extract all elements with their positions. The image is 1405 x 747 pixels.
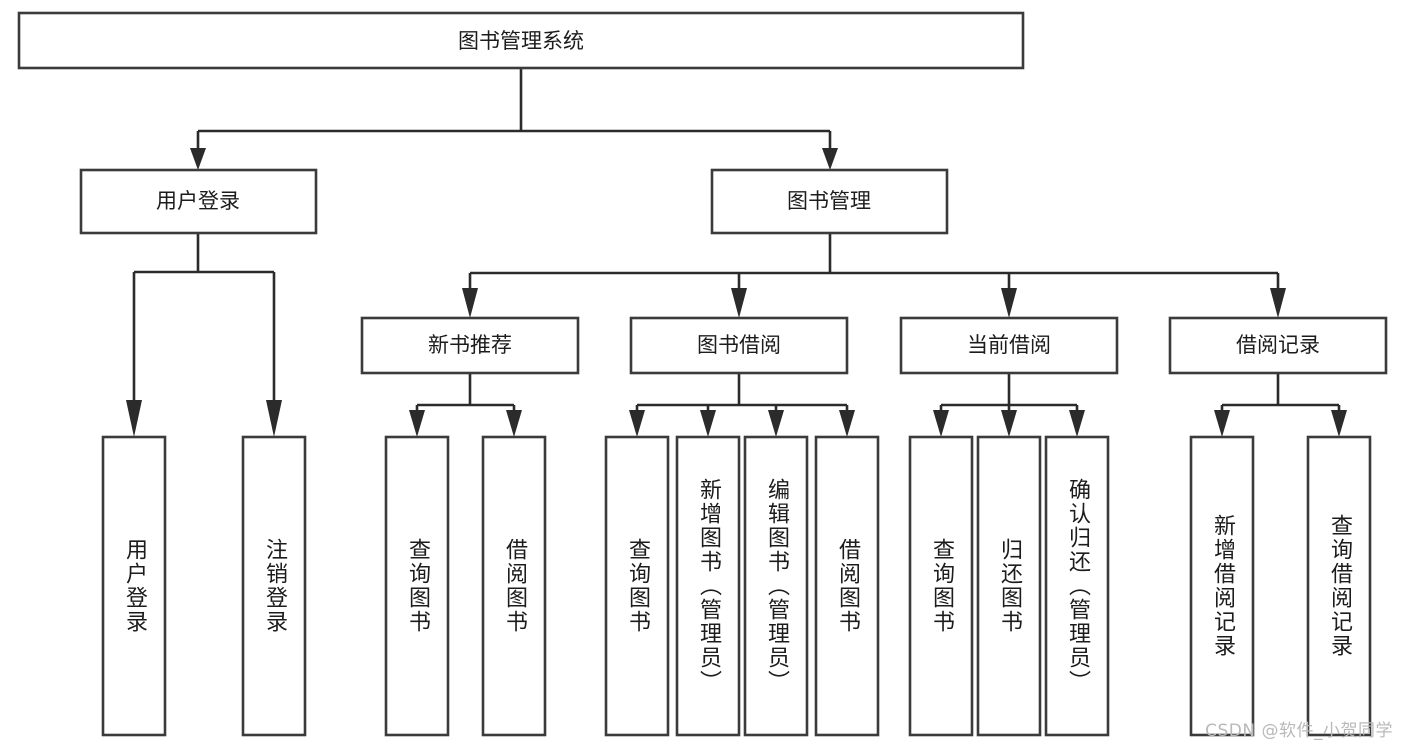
node-user-login-label: 用户登录 bbox=[156, 189, 240, 213]
leaf-add-book-box[interactable] bbox=[675, 435, 741, 737]
leaf-borrow-book-2-label: 借阅图书 bbox=[835, 538, 861, 634]
leaf-edit-book-box[interactable] bbox=[743, 435, 809, 737]
leaf-confirm-return-box[interactable] bbox=[1044, 435, 1110, 737]
arrowhead-leaf-add-book bbox=[700, 410, 716, 437]
arrowhead-leaf-borrow-book-1 bbox=[506, 410, 522, 437]
leaf-add-record[interactable]: 新增借阅记录 bbox=[1189, 435, 1255, 737]
leaf-add-book-label: 新增图书（管理员） bbox=[696, 478, 722, 694]
leaf-borrow-book-2-box[interactable] bbox=[814, 435, 880, 737]
leaf-return-book-label: 归还图书 bbox=[997, 538, 1023, 634]
arrowhead-user-login bbox=[190, 148, 206, 170]
node-book-borrow-box[interactable] bbox=[629, 316, 849, 375]
leaf-return-book[interactable]: 归还图书 bbox=[976, 435, 1042, 737]
leaf-query-book-2-label: 查询图书 bbox=[625, 538, 651, 634]
leaf-query-book-3-box[interactable] bbox=[908, 435, 974, 737]
leaf-query-book-1-box[interactable] bbox=[384, 435, 450, 737]
node-book-management[interactable]: 图书管理 bbox=[710, 168, 949, 235]
node-user-login-box[interactable] bbox=[79, 168, 318, 235]
leaf-query-book-1-label: 查询图书 bbox=[405, 538, 431, 634]
leaf-user-logout[interactable]: 注销登录 bbox=[241, 435, 307, 737]
leaf-edit-book[interactable]: 编辑图书（管理员） bbox=[743, 435, 809, 737]
arrowhead-current-borrow bbox=[1001, 288, 1017, 318]
node-root-label: 图书管理系统 bbox=[458, 29, 584, 53]
arrowhead-leaf-borrow-book-2 bbox=[839, 410, 855, 437]
arrowhead-new-book-recommend bbox=[462, 288, 478, 318]
leaf-borrow-book-1-box[interactable] bbox=[481, 435, 547, 737]
node-current-borrow-label: 当前借阅 bbox=[967, 333, 1051, 357]
arrowhead-borrow-record bbox=[1270, 288, 1286, 318]
arrowhead-leaf-query-record bbox=[1331, 410, 1347, 437]
node-book-management-label: 图书管理 bbox=[787, 189, 871, 213]
leaf-add-book[interactable]: 新增图书（管理员） bbox=[675, 435, 741, 737]
node-current-borrow[interactable]: 当前借阅 bbox=[899, 316, 1119, 375]
leaf-query-book-1[interactable]: 查询图书 bbox=[384, 435, 450, 737]
arrowhead-leaf-return-book bbox=[1001, 410, 1017, 437]
watermark: CSDN @软件_小贺同学 bbox=[1205, 721, 1393, 741]
arrowhead-leaf-confirm-return bbox=[1069, 410, 1085, 437]
node-current-borrow-box[interactable] bbox=[899, 316, 1119, 375]
leaf-query-record-box[interactable] bbox=[1306, 435, 1372, 737]
leaf-query-book-2-box[interactable] bbox=[604, 435, 670, 737]
leaf-user-logout-box[interactable] bbox=[241, 435, 307, 737]
node-root-system[interactable]: 图书管理系统 bbox=[17, 11, 1025, 70]
arrowhead-leaf-query-book-3 bbox=[933, 410, 949, 437]
node-user-login[interactable]: 用户登录 bbox=[79, 168, 318, 235]
leaf-query-record-label: 查询借阅记录 bbox=[1327, 514, 1353, 658]
leaf-edit-book-label: 编辑图书（管理员） bbox=[764, 478, 790, 694]
node-book-management-box[interactable] bbox=[710, 168, 949, 235]
leaf-confirm-return-label: 确认归还（管理员） bbox=[1065, 478, 1091, 694]
leaf-user-logout-label: 注销登录 bbox=[262, 538, 288, 634]
arrowhead-leaf-user-login bbox=[126, 400, 142, 437]
leaf-query-record[interactable]: 查询借阅记录 bbox=[1306, 435, 1372, 737]
leaf-borrow-book-2[interactable]: 借阅图书 bbox=[814, 435, 880, 737]
leaf-user-login-label: 用户登录 bbox=[122, 538, 148, 634]
leaf-borrow-book-1[interactable]: 借阅图书 bbox=[481, 435, 547, 737]
node-borrow-record-label: 借阅记录 bbox=[1236, 333, 1320, 357]
leaf-query-book-3[interactable]: 查询图书 bbox=[908, 435, 974, 737]
arrowhead-leaf-query-book-1 bbox=[409, 410, 425, 437]
node-book-borrow-label: 图书借阅 bbox=[697, 333, 781, 357]
leaf-query-book-2[interactable]: 查询图书 bbox=[604, 435, 670, 737]
arrowhead-leaf-user-logout bbox=[266, 400, 282, 437]
arrowhead-leaf-add-record bbox=[1214, 410, 1230, 437]
leaf-user-login[interactable]: 用户登录 bbox=[101, 435, 167, 737]
node-new-book-recommend-box[interactable] bbox=[360, 316, 580, 375]
arrowhead-book-borrow bbox=[731, 288, 747, 318]
arrowhead-book-management bbox=[822, 148, 838, 170]
node-root-box[interactable] bbox=[17, 11, 1025, 70]
leaf-query-book-3-label: 查询图书 bbox=[929, 538, 955, 634]
arrowhead-leaf-query-book-2 bbox=[629, 410, 645, 437]
node-new-book-recommend[interactable]: 新书推荐 bbox=[360, 316, 580, 375]
leaf-borrow-book-1-label: 借阅图书 bbox=[502, 538, 528, 634]
leaf-add-record-box[interactable] bbox=[1189, 435, 1255, 737]
node-borrow-record[interactable]: 借阅记录 bbox=[1168, 316, 1388, 375]
node-book-borrow[interactable]: 图书借阅 bbox=[629, 316, 849, 375]
node-new-book-recommend-label: 新书推荐 bbox=[428, 333, 512, 357]
leaf-user-login-box[interactable] bbox=[101, 435, 167, 737]
leaf-add-record-label: 新增借阅记录 bbox=[1210, 514, 1236, 658]
leaf-confirm-return[interactable]: 确认归还（管理员） bbox=[1044, 435, 1110, 737]
leaf-return-book-box[interactable] bbox=[976, 435, 1042, 737]
arrowhead-leaf-edit-book bbox=[768, 410, 784, 437]
node-borrow-record-box[interactable] bbox=[1168, 316, 1388, 375]
connector-layer bbox=[126, 68, 1347, 437]
